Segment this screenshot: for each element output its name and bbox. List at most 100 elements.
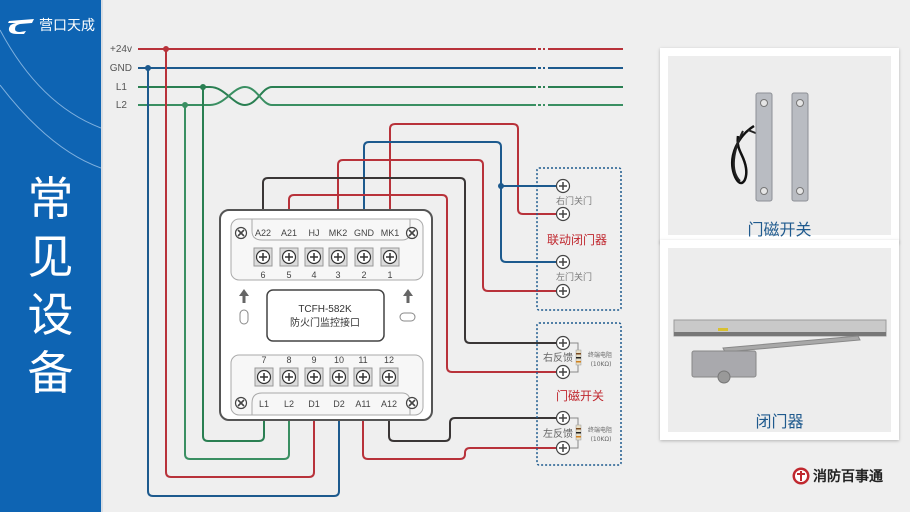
wire-gnd	[363, 141, 557, 263]
bus-label-gnd: GND	[110, 63, 132, 74]
terminal-number: 9	[311, 355, 316, 365]
door-magnet-box	[536, 322, 622, 466]
mount-screw-icon	[234, 396, 248, 410]
terminal-screw-icon	[555, 178, 571, 194]
terminal-label: L2	[284, 399, 294, 409]
wire-a12	[388, 416, 557, 442]
right-door-close-label: 右门关门	[556, 195, 592, 207]
left-door-close-label: 左门关门	[556, 271, 592, 283]
mount-screw-icon	[405, 226, 419, 240]
mount-screw-icon	[234, 226, 248, 240]
card-caption: 闭门器	[755, 412, 804, 431]
module-model: TCFH-582K	[298, 304, 352, 315]
wire-a21	[288, 194, 557, 373]
junction-dot	[145, 65, 151, 71]
title-char: 备	[27, 346, 74, 400]
mount-screw-icon	[405, 396, 419, 410]
terminal-label: A22	[255, 228, 271, 238]
brand-name: 消防百事通	[813, 469, 883, 485]
top-terminal-block	[230, 218, 424, 281]
company-logo-icon	[8, 19, 34, 34]
card-caption: 门磁开关	[747, 220, 812, 239]
wire-l1	[202, 87, 265, 442]
door-closer-image	[673, 319, 887, 384]
wire-d2-gnd	[147, 68, 340, 497]
terminal-number: 8	[286, 355, 291, 365]
mount-slot	[399, 312, 416, 322]
terminal-screw-icon	[555, 283, 571, 299]
terminal-number: 5	[286, 270, 291, 280]
bus-l1	[138, 86, 623, 107]
terminal-screw-icon	[555, 440, 571, 456]
terminal-number: 6	[260, 270, 265, 280]
resistor-label: 终端电阻	[588, 351, 612, 359]
terminal-number: 12	[384, 355, 394, 365]
terminal-screw-icon	[353, 367, 373, 387]
terminal-label: L1	[259, 399, 269, 409]
terminal-screw-icon	[555, 410, 571, 426]
terminal-screw-icon	[555, 254, 571, 270]
product-card-door-magnet: 门磁开关	[660, 48, 899, 243]
junction-dot	[163, 46, 169, 52]
bottom-terminal-block	[230, 354, 424, 416]
company-name: 营口天成	[39, 18, 95, 34]
resistor-icon	[575, 349, 582, 366]
terminal-screw-icon	[279, 247, 299, 267]
title-char: 常	[27, 172, 74, 226]
up-arrow-icon	[239, 289, 249, 303]
terminal-label: MK2	[329, 228, 348, 238]
left-feedback-label: 左反馈	[543, 427, 573, 440]
module-name: 防火门监控接口	[290, 316, 360, 329]
decorative-arcs	[0, 29, 101, 169]
terminal-label: A21	[281, 228, 297, 238]
terminal-number: 4	[311, 270, 316, 280]
sidebar: 营口天成 常 见 设 备	[0, 0, 103, 512]
terminal-label: HJ	[309, 228, 320, 238]
company-logo: 营口天成	[6, 15, 95, 35]
terminal-label: D2	[333, 399, 345, 409]
mount-slot	[239, 309, 249, 325]
terminal-label: A12	[381, 399, 397, 409]
bus-label-24v: +24v	[110, 44, 132, 55]
terminal-label: GND	[354, 228, 375, 238]
terminal-screw-icon	[555, 335, 571, 351]
terminal-screw-icon	[380, 247, 400, 267]
terminal-screw-icon	[328, 247, 348, 267]
terminal-number: 3	[335, 270, 340, 280]
terminal-number: 7	[261, 355, 266, 365]
wire-mk1	[389, 123, 557, 222]
module-label-window	[266, 289, 385, 342]
junction-dot	[498, 183, 504, 189]
title-char: 设	[27, 288, 74, 342]
junction-dot	[182, 102, 188, 108]
up-arrow-icon	[403, 289, 413, 303]
terminal-number: 10	[334, 355, 344, 365]
right-feedback-label: 右反馈	[543, 351, 573, 364]
wire-a11	[362, 416, 557, 460]
resistor-value: (10KΩ)	[591, 436, 612, 443]
terminal-screw-icon	[555, 206, 571, 222]
junction-dot	[200, 84, 206, 90]
bus-l2	[138, 85, 623, 106]
terminal-screw-icon	[354, 247, 374, 267]
terminal-screw-icon	[379, 367, 399, 387]
brand-logo: 消防百事通	[792, 466, 883, 486]
terminal-number: 1	[387, 270, 392, 280]
terminal-screw-icon	[304, 247, 324, 267]
terminal-screw-icon	[304, 367, 324, 387]
terminal-label: D1	[308, 399, 320, 409]
brand-logo-icon	[792, 467, 810, 485]
page-title: 常 见 设 备	[0, 170, 101, 402]
terminal-screw-icon	[254, 367, 274, 387]
bus-label-l2: L2	[116, 100, 128, 111]
title-char: 见	[27, 230, 74, 284]
bus-label-l1: L1	[116, 82, 128, 93]
door-closer-box	[536, 167, 622, 311]
wire-d1-24v	[165, 49, 315, 478]
terminal-screw-icon	[329, 367, 349, 387]
terminal-screw-icon	[555, 364, 571, 380]
resistor-icon	[575, 424, 582, 441]
terminal-label: A11	[355, 399, 370, 409]
wire-a22	[262, 177, 557, 344]
